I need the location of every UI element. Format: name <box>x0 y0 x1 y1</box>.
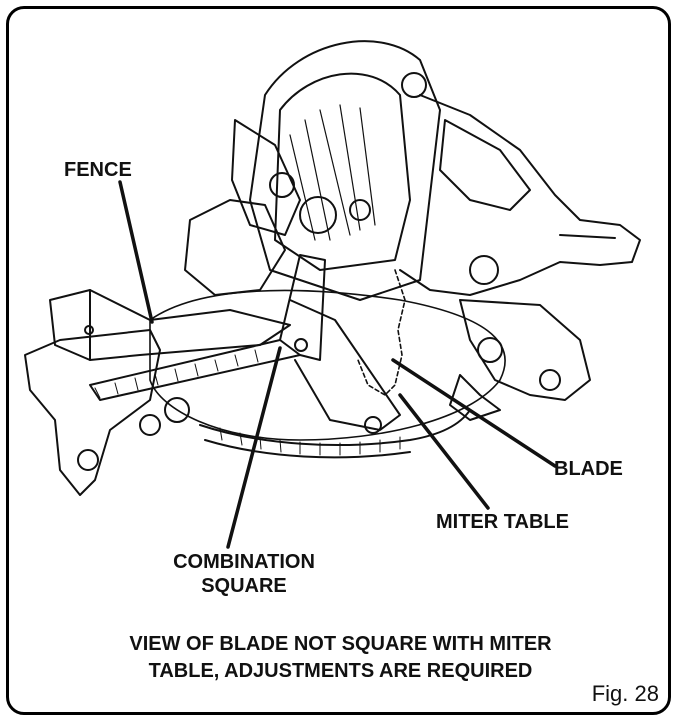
figure-number: Fig. 28 <box>591 681 659 706</box>
combination-square-leader-line <box>226 346 282 549</box>
motor-housing <box>184 199 286 296</box>
fence <box>49 289 291 361</box>
turntable <box>149 289 506 441</box>
miter-table-leader-line <box>398 393 490 510</box>
saw-base <box>24 329 161 496</box>
blade-guard <box>249 40 441 301</box>
saw-handle <box>399 94 641 296</box>
caption-line1: VIEW OF BLADE NOT SQUARE WITH MITER <box>129 633 552 655</box>
fence-leader-line <box>118 180 154 324</box>
blade-label: BLADE <box>554 458 623 480</box>
figure-caption: VIEW OF BLADE NOT SQUARE WITH MITER TABL… <box>0 631 681 685</box>
blade-leader-line <box>391 358 557 468</box>
combination-square-label-line2: SQUARE <box>201 575 287 597</box>
combination-square-label: COMBINATION SQUARE <box>144 550 344 598</box>
figure-frame <box>6 6 671 715</box>
combination-square-label-line1: COMBINATION <box>173 551 315 573</box>
fence-label: FENCE <box>64 159 132 181</box>
caption-line2: TABLE, ADJUSTMENTS ARE REQUIRED <box>148 660 533 682</box>
saw-blade <box>357 269 406 396</box>
miter-table-label: MITER TABLE <box>436 511 569 533</box>
miter-scale <box>199 409 471 446</box>
